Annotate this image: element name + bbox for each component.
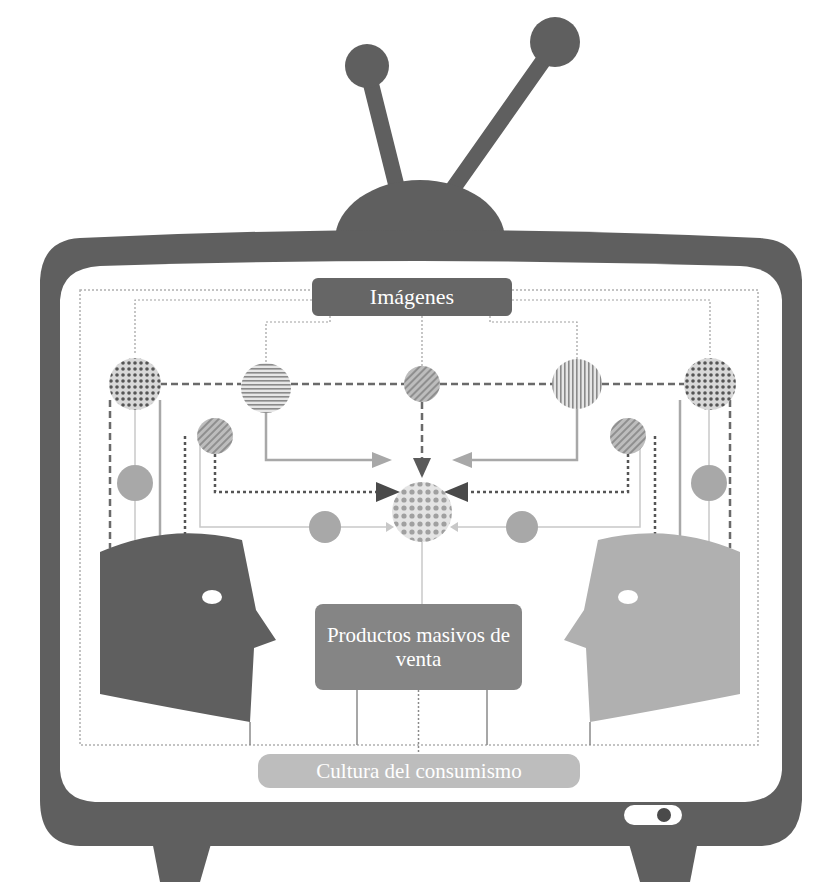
- plain-circle: [506, 511, 538, 543]
- dashed-link: [109, 400, 112, 548]
- arrowheads: [372, 452, 472, 532]
- solid-link: [472, 409, 577, 460]
- circles: [109, 358, 736, 543]
- solid-link: [679, 400, 682, 545]
- bottom-wire: [486, 690, 488, 745]
- dashed-link: [421, 402, 424, 458]
- heading-box: Imágenes: [312, 278, 512, 316]
- pattern-circle: [197, 418, 233, 454]
- arrowhead: [452, 452, 472, 468]
- plain-circle: [117, 465, 153, 501]
- node-label: Cultura del consumismo: [316, 759, 521, 783]
- antenna-tip: [345, 44, 389, 88]
- arrowhead: [376, 482, 400, 502]
- dotted-links: [185, 436, 655, 545]
- thin-link: [421, 316, 422, 366]
- dashed-link: [160, 383, 241, 386]
- dotted-link: [184, 436, 187, 545]
- plain-circle: [691, 465, 727, 501]
- solid-links: [160, 400, 680, 545]
- band-box: Cultura del consumismo: [258, 754, 580, 788]
- plain-circle: [309, 511, 341, 543]
- process-box: Productos masivos de venta: [315, 604, 522, 690]
- arrowhead: [413, 458, 431, 478]
- head-profile: [100, 533, 276, 722]
- arrowhead: [386, 522, 394, 532]
- power-knob: [657, 808, 671, 822]
- light-link: [456, 526, 506, 528]
- frame-line: [80, 290, 758, 745]
- head-eye: [202, 590, 222, 604]
- bottom-wire: [356, 690, 358, 745]
- pattern-circle: [404, 366, 440, 402]
- bottom-wires: [250, 690, 590, 745]
- arrowhead: [372, 452, 392, 468]
- bottom-wire: [589, 722, 591, 745]
- node-label: Productos masivos de venta: [323, 623, 514, 671]
- light-link: [341, 526, 388, 528]
- center-circle: [392, 482, 452, 542]
- light-link: [708, 409, 710, 465]
- light-link: [134, 409, 136, 465]
- dashed-link: [291, 383, 404, 386]
- bottom-wire: [249, 722, 251, 745]
- head-profile: [564, 533, 740, 722]
- dotted-link: [654, 436, 657, 545]
- pattern-circle: [109, 358, 161, 410]
- arrowhead: [444, 482, 468, 502]
- dashed-link: [440, 383, 552, 386]
- dashed-link: [602, 383, 684, 386]
- node-label: Imágenes: [370, 284, 454, 309]
- dotted-link: [215, 454, 378, 492]
- solid-link: [266, 413, 372, 460]
- light-link: [421, 542, 423, 604]
- pattern-circle: [552, 359, 602, 409]
- pattern-circle: [610, 418, 646, 454]
- arrowhead: [450, 522, 458, 532]
- thin-link: [490, 316, 577, 359]
- dashed-link: [729, 400, 732, 548]
- thin-link: [135, 300, 312, 355]
- connector-line: [418, 690, 420, 754]
- dotted-link: [466, 454, 628, 492]
- antenna-tip: [530, 17, 580, 67]
- tv-body: [40, 230, 802, 846]
- pattern-circle: [241, 363, 291, 413]
- dashed-links: [110, 384, 730, 548]
- tv-screen: [60, 261, 782, 802]
- solid-link: [159, 400, 162, 545]
- thin-link: [512, 300, 710, 355]
- head-eye: [618, 590, 638, 604]
- pattern-circle: [684, 358, 736, 410]
- antenna-rod: [367, 68, 400, 200]
- antenna-rod: [445, 44, 555, 200]
- power-button: [624, 805, 682, 825]
- thin-link: [266, 316, 330, 363]
